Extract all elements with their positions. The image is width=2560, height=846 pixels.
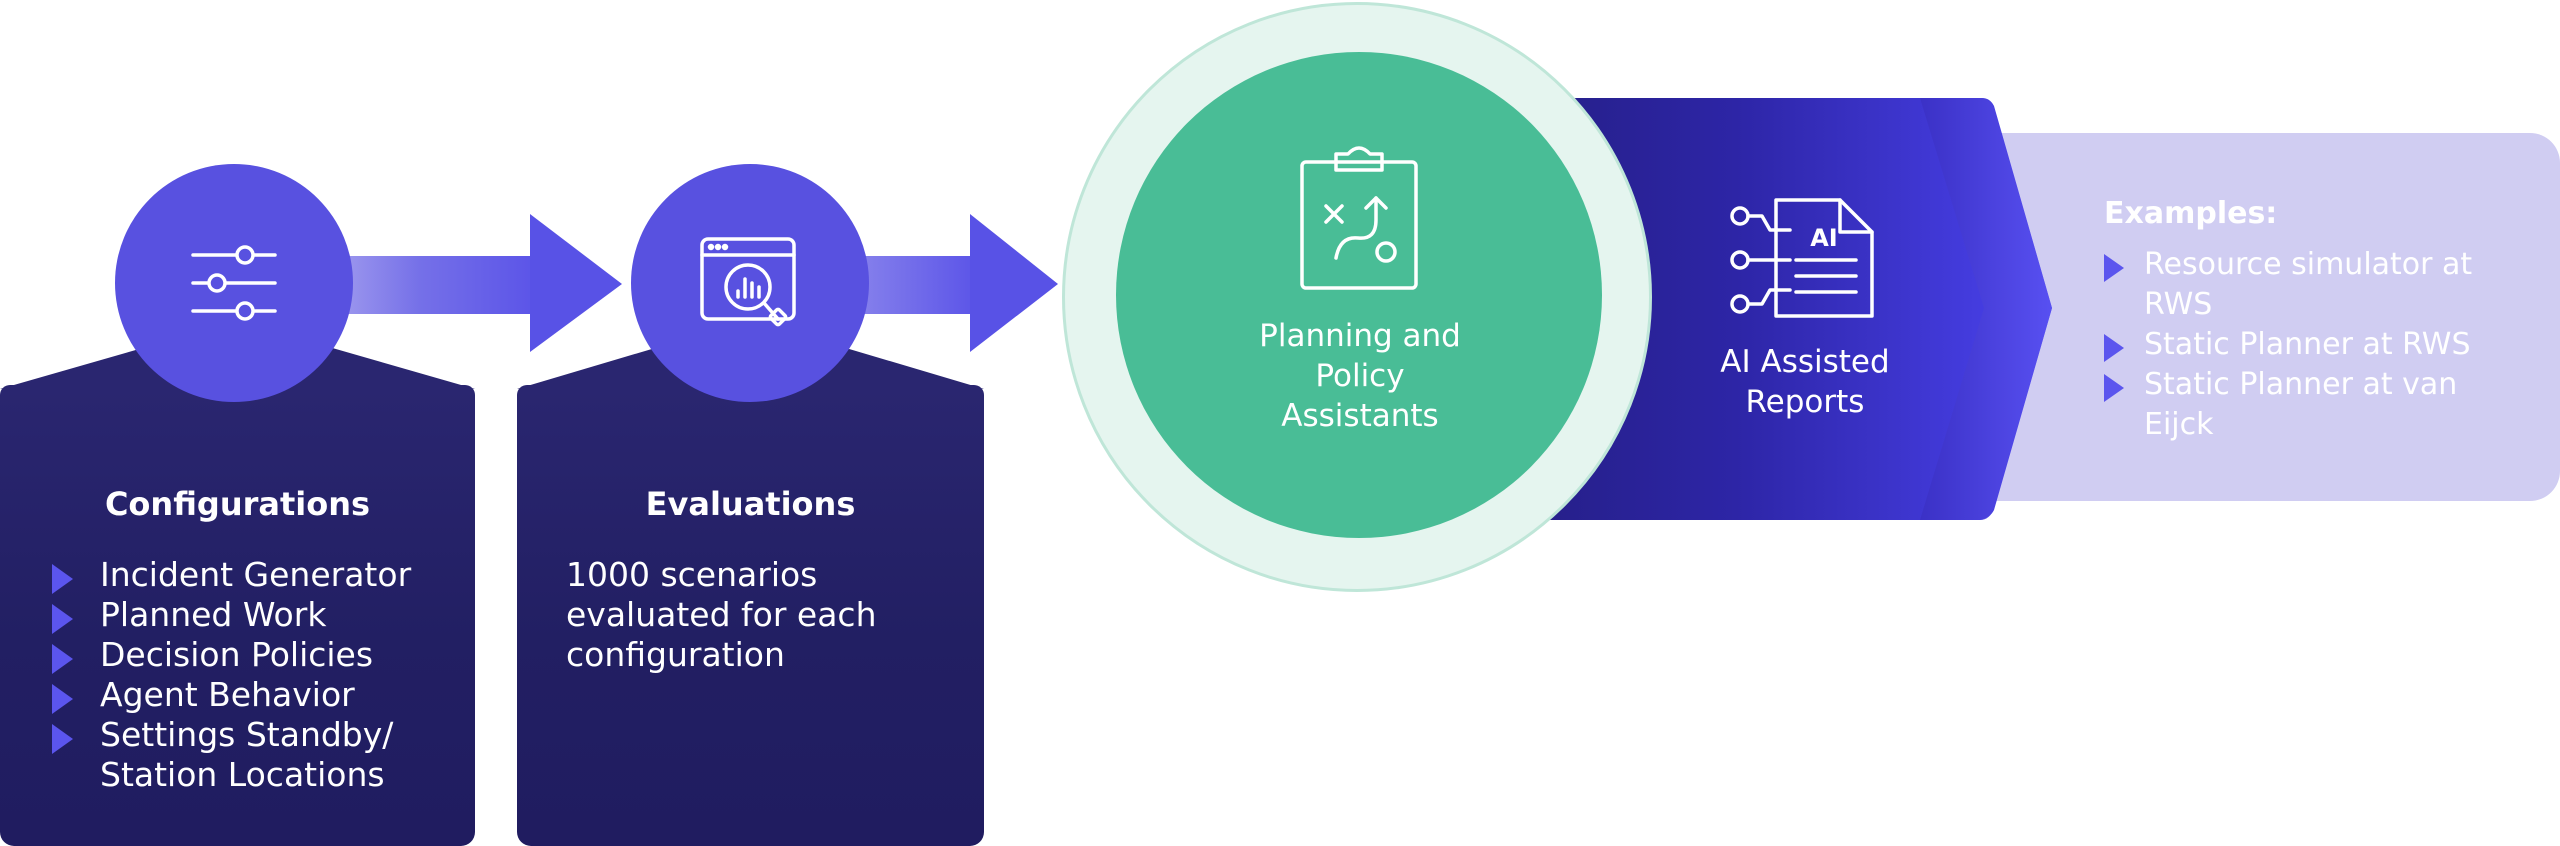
evaluations-title: Evaluations	[645, 485, 856, 523]
planning-circle	[1116, 52, 1602, 538]
configurations-circle	[115, 164, 353, 402]
evaluations-panel: Evaluations 1000 scenarios evaluated for…	[517, 343, 984, 846]
list-item: Settings Standby/ Station Locations	[52, 715, 475, 795]
list-item: Planned Work	[52, 595, 475, 635]
examples-title: Examples:	[2104, 196, 2278, 231]
examples-panel	[1960, 133, 2560, 501]
ai-document-icon-text: AI	[1810, 224, 1838, 252]
evaluations-text: 1000 scenarios evaluated for each config…	[566, 555, 877, 674]
configurations-panel: Configurations Incident Generator Planne…	[0, 343, 475, 846]
configurations-list: Incident Generator Planned Work Decision…	[52, 555, 475, 795]
flow-arrow-1	[340, 214, 622, 352]
browser-magnifier-icon	[700, 237, 796, 327]
configurations-title: Configurations	[104, 485, 371, 523]
evaluations-circle	[631, 164, 869, 402]
list-item: Resource simulator at RWS	[2104, 245, 2524, 325]
list-item: Static Planner at RWS	[2104, 325, 2524, 365]
examples-list: Resource simulator at RWS Static Planner…	[2104, 245, 2524, 445]
clipboard-strategy-icon	[1300, 146, 1418, 290]
list-item: Agent Behavior	[52, 675, 475, 715]
ai-document-icon	[1730, 198, 1874, 318]
planning-label: Planning and Policy Assistants	[1259, 318, 1461, 434]
list-item: Incident Generator	[52, 555, 475, 595]
reports-label: AI Assisted Reports	[1720, 344, 1890, 420]
flow-arrow-2	[850, 214, 1058, 352]
sliders-icon	[191, 245, 277, 321]
list-item: Static Planner at van Eijck	[2104, 365, 2524, 445]
list-item: Decision Policies	[52, 635, 475, 675]
